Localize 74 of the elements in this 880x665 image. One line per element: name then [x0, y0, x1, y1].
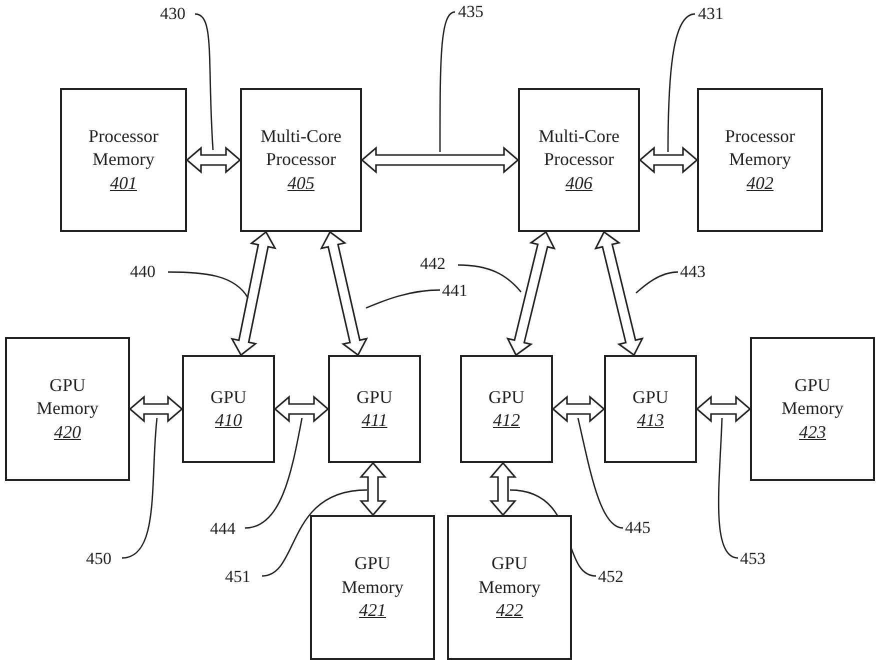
reference-numeral: 452: [598, 567, 624, 587]
leader-line: [244, 418, 303, 529]
reference-numeral: 431: [698, 4, 724, 24]
reference-numeral: 450: [86, 549, 112, 569]
double-arrow: [552, 395, 606, 423]
component-name: GPU Memory: [340, 552, 404, 599]
leader-line: [577, 418, 624, 529]
reference-numeral: 441: [442, 281, 468, 301]
leader-line: [718, 418, 738, 559]
double-arrow: [696, 395, 752, 423]
component-name: Processor Memory: [88, 124, 160, 172]
component-name: GPU: [356, 386, 392, 409]
component-box: [447, 515, 572, 660]
component-box: [697, 88, 823, 232]
reference-numeral: 453: [740, 549, 766, 569]
component-box: [240, 88, 362, 232]
leader-line: [366, 289, 440, 309]
reference-numeral: 440: [130, 262, 156, 282]
reference-number: 402: [746, 172, 774, 195]
double-arrow: [230, 230, 277, 356]
component-box: [460, 355, 553, 463]
component-name: GPU: [210, 386, 246, 409]
component-box: [182, 355, 275, 463]
reference-number: 420: [54, 420, 81, 444]
double-arrow: [359, 462, 387, 516]
reference-number: 412: [493, 409, 520, 432]
component-box: [750, 337, 875, 481]
leader-line: [667, 13, 696, 152]
reference-number: 410: [215, 409, 242, 432]
double-arrow: [274, 395, 330, 423]
reference-numeral: 445: [625, 518, 650, 538]
component-name: GPU: [488, 386, 524, 409]
reference-numeral: 443: [680, 262, 706, 282]
component-name: GPU Memory: [36, 374, 100, 420]
component-box: [518, 88, 640, 232]
component-name: Multi-Core Processor: [260, 124, 342, 172]
double-arrow: [594, 230, 644, 356]
double-arrow: [489, 462, 517, 516]
component-name: GPU: [632, 386, 668, 409]
leader-line: [636, 271, 678, 294]
reference-numeral: 444: [210, 519, 236, 539]
component-box: [328, 355, 421, 463]
leader-line: [458, 264, 522, 292]
reference-number: 422: [496, 599, 523, 622]
reference-numeral: 451: [225, 567, 250, 587]
reference-number: 411: [362, 409, 388, 432]
double-arrow: [320, 230, 368, 356]
component-name: GPU Memory: [478, 552, 542, 599]
double-arrow: [186, 146, 242, 174]
reference-numeral: 430: [160, 4, 186, 24]
leader-line: [194, 13, 214, 150]
reference-number: 406: [566, 172, 592, 195]
component-box: [5, 337, 130, 481]
leader-line: [122, 418, 158, 559]
double-arrow: [360, 146, 520, 174]
component-box: [604, 355, 697, 463]
component-name: Multi-Core Processor: [538, 124, 620, 172]
double-arrow: [506, 230, 556, 356]
leader-line: [168, 271, 249, 298]
component-box: [310, 515, 435, 660]
leader-line: [262, 489, 368, 577]
reference-number: 421: [359, 599, 386, 622]
double-arrow: [128, 395, 184, 423]
component-name: Processor Memory: [724, 124, 796, 172]
component-box: [60, 88, 187, 232]
component-name: GPU Memory: [780, 374, 844, 420]
double-arrow: [638, 146, 698, 174]
reference-numeral: 442: [420, 254, 446, 274]
reference-numeral: 435: [458, 2, 484, 22]
reference-number: 423: [799, 420, 826, 444]
reference-number: 413: [637, 409, 664, 432]
leader-line: [439, 11, 456, 152]
reference-number: 405: [288, 172, 314, 195]
reference-number: 401: [110, 172, 137, 195]
